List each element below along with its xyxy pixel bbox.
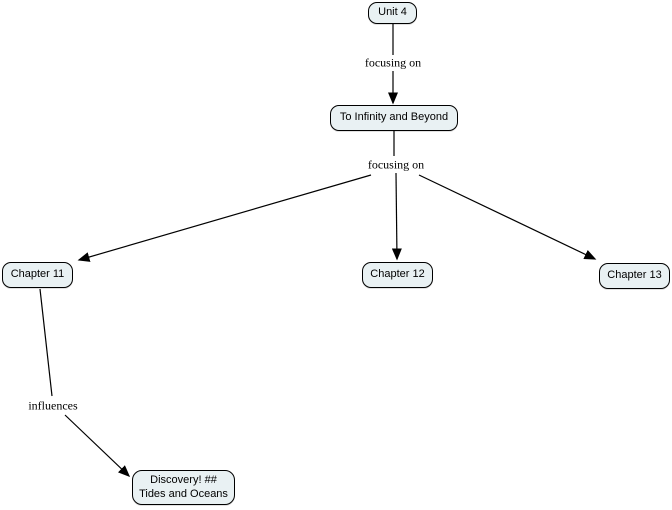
node-chapter-11-label: Chapter 11 <box>10 268 65 281</box>
link-line-chapter11-to-label <box>39 288 53 397</box>
node-discovery-label-line2: Tides and Oceans <box>139 487 228 500</box>
node-unit-4-label: Unit 4 <box>378 6 407 19</box>
link-arrow-label-to-chapter13 <box>418 174 597 260</box>
link-arrow-label-to-discovery <box>64 414 131 478</box>
link-label-focusing-on-2[interactable]: focusing on <box>365 157 427 173</box>
node-unit-4[interactable]: Unit 4 <box>368 2 417 24</box>
node-discovery-tides-and-oceans[interactable]: Discovery! ## Tides and Oceans <box>132 470 235 505</box>
node-discovery-label-line1: Discovery! ## <box>150 473 217 486</box>
node-chapter-13-label: Chapter 13 <box>607 269 662 282</box>
node-chapter-11[interactable]: Chapter 11 <box>2 262 73 288</box>
node-to-infinity-and-beyond-label: To Infinity and Beyond <box>339 111 449 124</box>
link-label-influences[interactable]: influences <box>26 398 80 414</box>
node-chapter-12[interactable]: Chapter 12 <box>362 262 433 288</box>
node-chapter-12-label: Chapter 12 <box>370 268 425 281</box>
node-to-infinity-and-beyond[interactable]: To Infinity and Beyond <box>330 105 458 131</box>
link-arrow-label-to-chapter11 <box>77 174 372 262</box>
link-label-focusing-on-1[interactable]: focusing on <box>362 55 424 71</box>
link-arrow-label-to-chapter12 <box>391 172 402 261</box>
node-chapter-13[interactable]: Chapter 13 <box>599 263 670 289</box>
